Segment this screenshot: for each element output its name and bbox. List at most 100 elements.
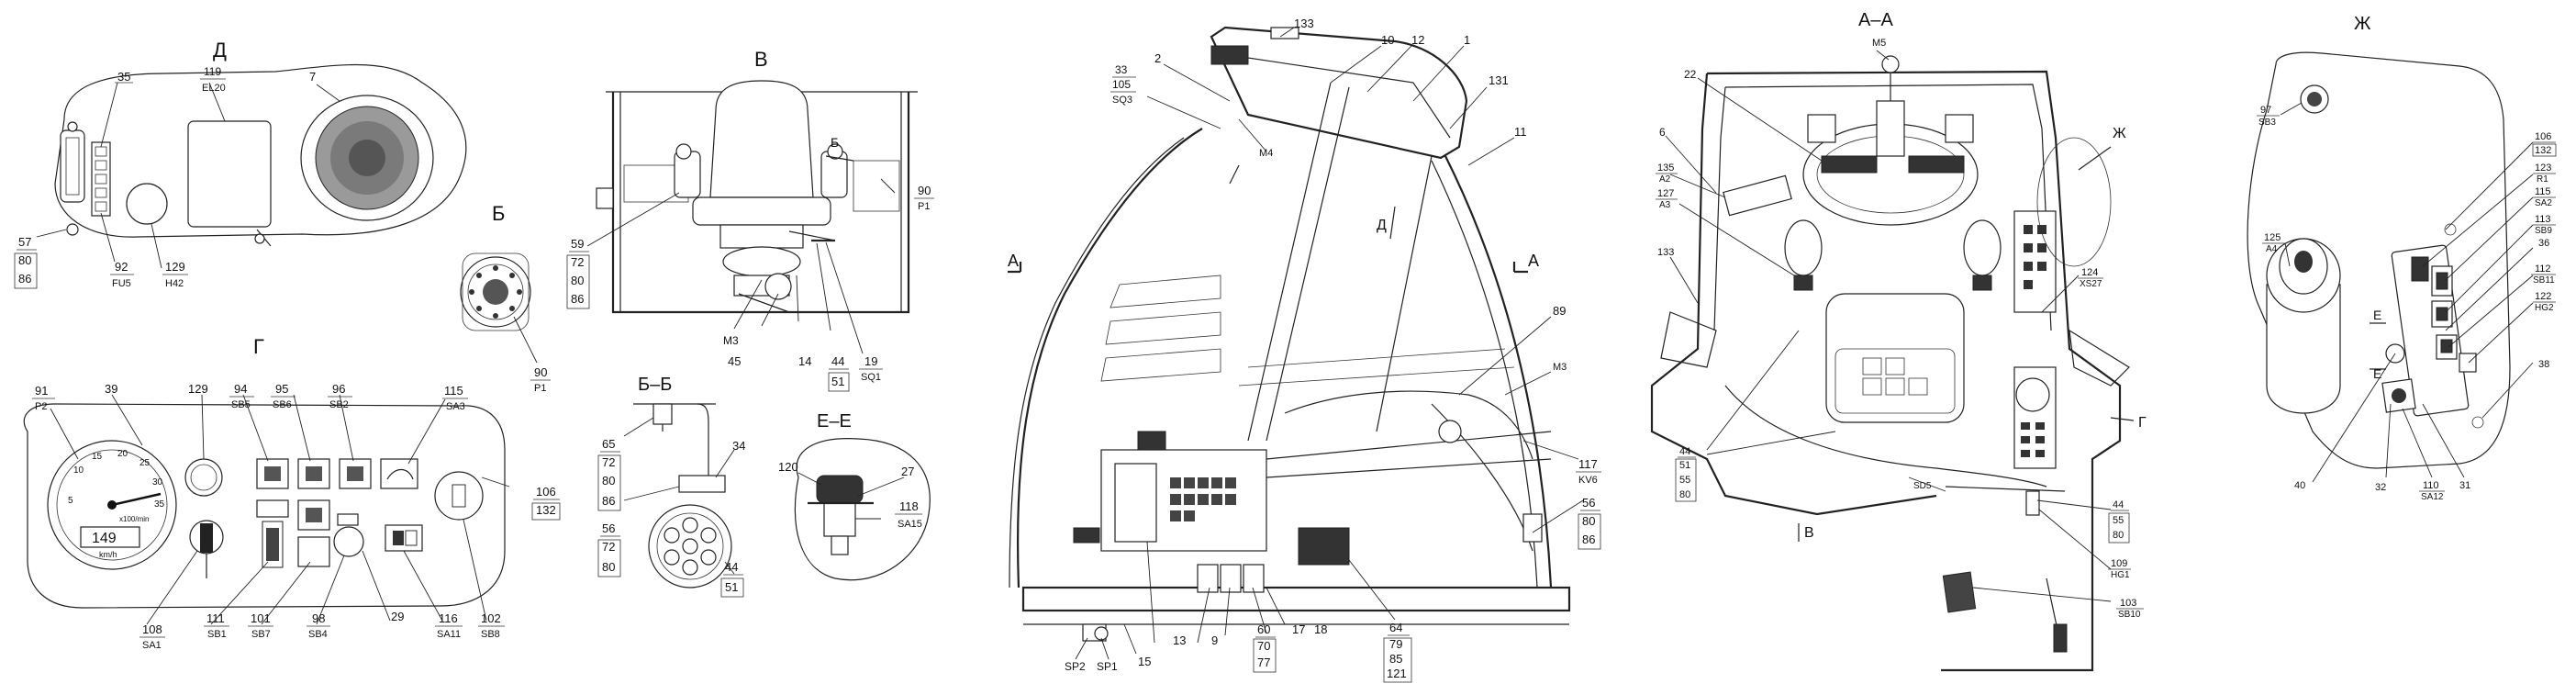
callout-17: 17: [1292, 622, 1305, 636]
callout-103: 103: [2120, 598, 2136, 609]
cab-side-view: А А Д 133 10 12 1 2 33: [1008, 17, 1601, 683]
joystick-a4[interactable]: [2266, 284, 2341, 414]
button-sb5[interactable]: [256, 458, 289, 489]
callout-sa3: SA3: [446, 401, 465, 412]
odometer-reading: 149: [92, 531, 117, 546]
speed-tick: 10: [73, 465, 84, 476]
callout-118: 118: [899, 499, 919, 513]
callout-55-a1: 55: [1679, 475, 1690, 486]
callout-m5: M5: [1872, 38, 1886, 49]
view-title-ee: Е–Е: [817, 411, 852, 432]
callout-44-a2: 44: [2113, 499, 2124, 510]
callout-127: 127: [1657, 188, 1674, 199]
callout-106-g: 106: [536, 485, 556, 499]
callout-p1-v: P1: [918, 201, 930, 212]
callout-sb3: SB3: [2258, 118, 2276, 128]
button-sb6[interactable]: [297, 458, 330, 489]
callout-92: 92: [115, 260, 128, 274]
fuse-block: [91, 141, 111, 217]
callout-91: 91: [35, 384, 48, 398]
view-title-b: Б: [492, 202, 505, 225]
callout-85: 85: [1389, 652, 1402, 666]
view-title-g: Г: [253, 335, 264, 358]
callout-14: 14: [798, 354, 811, 368]
callout-129-d: 129: [165, 260, 185, 274]
switch-sa3[interactable]: [380, 458, 418, 489]
callout-hg1: HG1: [2111, 570, 2130, 580]
callout-9: 9: [1211, 633, 1218, 647]
callout-39: 39: [105, 382, 117, 396]
ee-switch-cap: [816, 475, 864, 504]
callout-6: 6: [1659, 126, 1666, 139]
callout-10: 10: [1381, 33, 1394, 47]
callout-sp2: SP2: [1065, 660, 1086, 673]
callout-sb2: SB2: [329, 399, 349, 410]
callout-sb9: SB9: [2535, 226, 2552, 236]
view-ee: Е–Е 120 27 118 SA15: [778, 411, 931, 581]
callout-sd5: SD5: [1913, 481, 1932, 491]
callout-105: 105: [1112, 78, 1131, 91]
callout-r1: R1: [2537, 174, 2548, 185]
roof-panel-outline: [54, 63, 467, 238]
button-sb4[interactable]: [333, 526, 364, 557]
callout-51-a: 51: [1679, 460, 1690, 471]
callout-80-m: 80: [1582, 514, 1595, 528]
view-v: В Б 59 72 80 86: [566, 48, 934, 392]
callout-27: 27: [901, 465, 914, 478]
callout-80-a1: 80: [1679, 489, 1690, 500]
callout-80-d: 80: [18, 253, 31, 267]
callout-89: 89: [1553, 304, 1566, 318]
section-mark-zh-a: Ж: [2113, 126, 2126, 141]
speed-tick: 5: [68, 496, 73, 506]
callout-sb8: SB8: [481, 629, 500, 640]
callout-15: 15: [1138, 655, 1151, 668]
cab-roof: [1210, 26, 1468, 160]
callout-133-a: 133: [1657, 247, 1674, 258]
callout-117: 117: [1578, 457, 1598, 471]
view-title-bb: Б–Б: [638, 375, 672, 395]
view-title-d: Д: [213, 39, 227, 62]
callout-101: 101: [251, 611, 271, 625]
section-mark-e-upper: Е: [2373, 308, 2381, 322]
callout-sb4: SB4: [308, 629, 328, 640]
callout-sa15: SA15: [898, 519, 922, 530]
aa-right-console: [2013, 210, 2057, 313]
speed-tick: 20: [117, 449, 128, 459]
speed-tick: 15: [92, 452, 103, 462]
callout-133-m: 133: [1294, 17, 1314, 30]
view-d: Д 35 119 EL20 7 57 8: [14, 39, 467, 289]
button-sb2[interactable]: [339, 458, 372, 489]
callout-a4: A4: [2266, 244, 2278, 254]
switch-sa11[interactable]: [385, 524, 423, 552]
callout-124: 124: [2081, 267, 2098, 278]
callout-110: 110: [2423, 480, 2439, 491]
callout-135: 135: [1657, 163, 1674, 174]
zh-outline: [2247, 51, 2511, 469]
callout-sq3: SQ3: [1112, 95, 1132, 106]
callout-el20: EL20: [202, 83, 226, 94]
callout-129-g: 129: [188, 382, 208, 396]
view-title-zh: Ж: [2354, 14, 2371, 34]
seat-back: [709, 80, 814, 198]
callout-94: 94: [234, 382, 247, 396]
callout-18: 18: [1314, 622, 1327, 636]
callout-sb1: SB1: [207, 629, 227, 640]
speed-tick: 35: [154, 499, 165, 510]
callout-sb6: SB6: [273, 399, 292, 410]
callout-12: 12: [1411, 33, 1424, 47]
callout-xs27: XS27: [2080, 279, 2102, 289]
seat-cushion: [692, 196, 831, 226]
callout-51-v: 51: [831, 375, 844, 388]
cab-front-pillar: [1016, 128, 1203, 589]
callout-119: 119: [204, 65, 221, 78]
button-sb7[interactable]: [297, 499, 330, 567]
button-sb1[interactable]: [256, 499, 289, 568]
callout-sb5: SB5: [231, 399, 251, 410]
callout-m3-v: M3: [723, 334, 739, 347]
callout-57: 57: [18, 235, 31, 249]
aa-pedal: [1942, 571, 1977, 613]
callout-sp1: SP1: [1097, 660, 1118, 673]
callout-sa12: SA12: [2421, 492, 2444, 502]
callout-79: 79: [1389, 637, 1402, 651]
